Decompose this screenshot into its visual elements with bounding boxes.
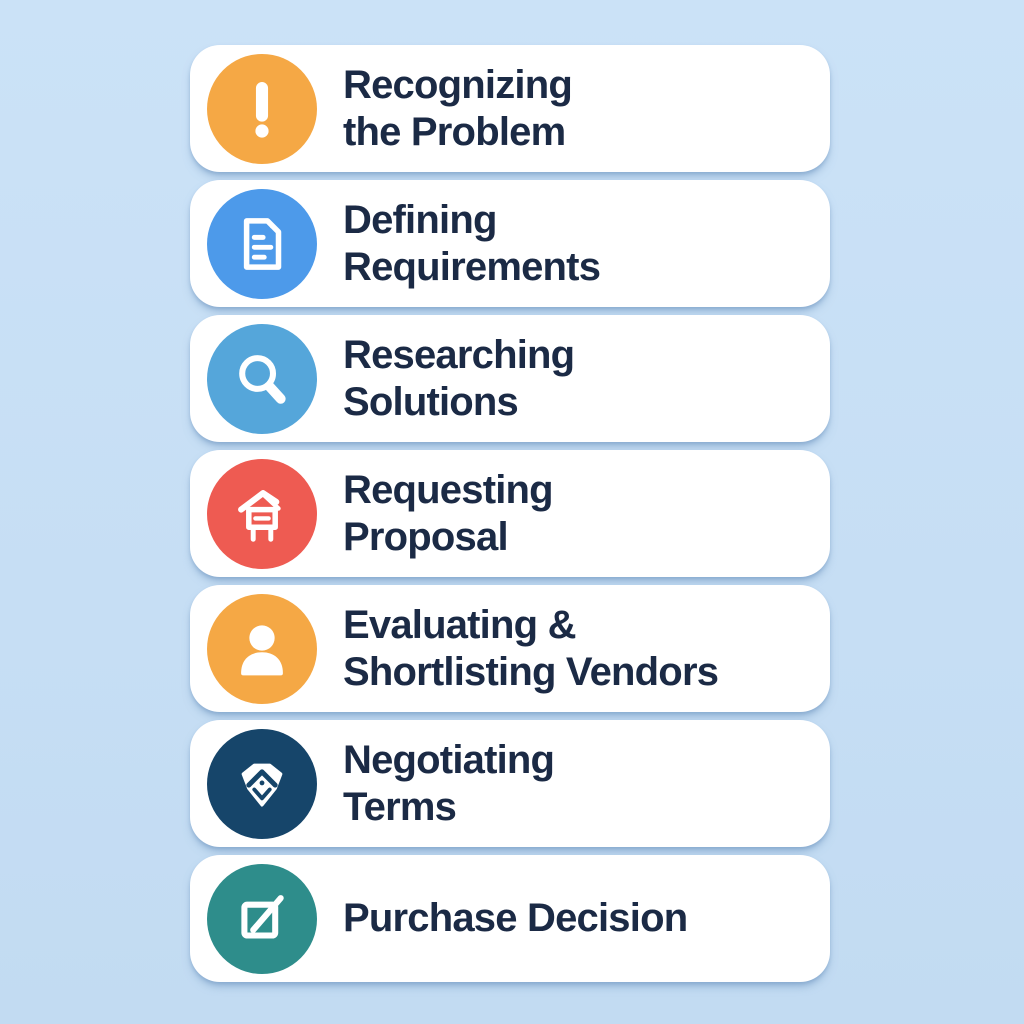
step-title-line1: Recognizing bbox=[343, 62, 573, 107]
step-card-defining-requirements: Defining Requirements bbox=[190, 180, 830, 307]
step-title-line2: Terms bbox=[343, 784, 457, 829]
step-title-line1: Evaluating & bbox=[343, 602, 576, 647]
step-title-line1: Researching bbox=[343, 332, 575, 377]
step-title-line2: Requirements bbox=[343, 244, 601, 289]
search-icon bbox=[207, 323, 317, 434]
handshake-icon bbox=[207, 728, 317, 839]
step-title-line1: Requesting bbox=[343, 467, 554, 512]
document-icon bbox=[207, 188, 317, 299]
step-title-line1: Purchase Decision bbox=[343, 896, 688, 940]
person-icon bbox=[207, 593, 317, 704]
step-card-purchase-decision: Purchase Decision bbox=[190, 855, 830, 982]
step-title: Negotiating Terms bbox=[343, 737, 555, 831]
step-title-line1: Negotiating bbox=[343, 737, 555, 782]
step-card-negotiating-terms: Negotiating Terms bbox=[190, 720, 830, 847]
step-title-line2: Solutions bbox=[343, 379, 519, 424]
step-title-line2: Proposal bbox=[343, 514, 509, 559]
process-steps-list: Recognizing the Problem Defining Require… bbox=[190, 45, 830, 982]
step-card-evaluating-shortlisting-vendors: Evaluating & Shortlisting Vendors bbox=[190, 585, 830, 712]
step-title-line2: the Problem bbox=[343, 109, 566, 154]
step-card-recognizing-the-problem: Recognizing the Problem bbox=[190, 45, 830, 172]
step-card-researching-solutions: Researching Solutions bbox=[190, 315, 830, 442]
step-card-requesting-proposal: Requesting Proposal bbox=[190, 450, 830, 577]
step-title: Purchase Decision bbox=[343, 895, 688, 942]
step-title: Evaluating & Shortlisting Vendors bbox=[343, 602, 719, 696]
step-title-line2: Shortlisting Vendors bbox=[343, 649, 719, 694]
step-title: Recognizing the Problem bbox=[343, 62, 573, 156]
alert-icon bbox=[207, 53, 317, 164]
step-title-line1: Defining bbox=[343, 197, 497, 242]
easel-pencil-icon bbox=[207, 458, 317, 569]
edit-square-icon bbox=[207, 863, 317, 974]
step-title: Researching Solutions bbox=[343, 332, 575, 426]
step-title: Requesting Proposal bbox=[343, 467, 554, 561]
step-title: Defining Requirements bbox=[343, 197, 601, 291]
